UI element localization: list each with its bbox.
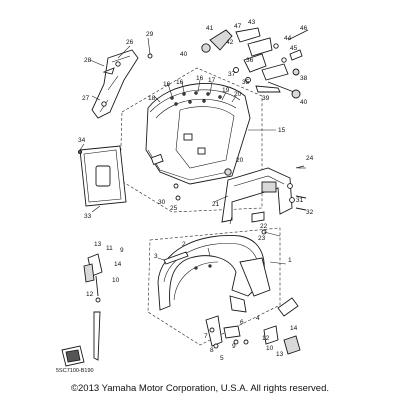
callout-39: 39 xyxy=(262,95,270,102)
callout-22: 22 xyxy=(260,223,268,230)
trim-strip-part xyxy=(163,251,189,265)
callout-17: 17 xyxy=(208,77,216,84)
callout-12: 12 xyxy=(86,291,94,298)
callout-5: 5 xyxy=(220,355,224,362)
callout-13-left: 13 xyxy=(94,241,102,248)
callout-9b: 9 xyxy=(120,247,124,254)
side-rail-part xyxy=(221,167,295,223)
hardware-parts xyxy=(147,53,307,235)
lower-assembly-outline xyxy=(147,227,281,346)
callout-32: 32 xyxy=(306,209,314,216)
taillight-assembly-part xyxy=(201,27,309,99)
callout-16c: 16 xyxy=(196,75,204,82)
callout-20-lower: 20 xyxy=(236,157,244,164)
callout-14b: 14 xyxy=(290,325,298,332)
callout-8: 8 xyxy=(210,347,214,354)
callout-12b: 12 xyxy=(262,335,270,342)
callout-20-upper: 20 xyxy=(234,91,242,98)
callout-35: 35 xyxy=(242,79,250,86)
callout-37: 37 xyxy=(228,71,236,78)
callout-28: 28 xyxy=(84,57,92,64)
callout-4: 4 xyxy=(256,315,260,322)
reflector-parts xyxy=(61,253,301,367)
part-code-label: 5SC7100-B190 xyxy=(56,368,94,374)
callout-21: 21 xyxy=(212,201,220,208)
callout-16b: 16 xyxy=(176,79,184,86)
callout-16a: 16 xyxy=(163,81,171,88)
callout-44: 44 xyxy=(284,35,292,42)
callout-6: 6 xyxy=(240,319,244,326)
callout-29: 29 xyxy=(146,31,154,38)
lower-bracket-parts xyxy=(205,315,249,349)
callout-25: 25 xyxy=(170,205,178,212)
side-cover-part xyxy=(78,145,127,207)
callout-23: 23 xyxy=(258,235,266,242)
callout-38: 38 xyxy=(300,75,308,82)
lower-fender-part xyxy=(157,234,271,313)
callout-47: 47 xyxy=(234,23,242,30)
callout-42: 42 xyxy=(226,39,234,46)
callout-10b: 10 xyxy=(112,277,120,284)
callout-1: 1 xyxy=(288,257,292,264)
callout-10: 10 xyxy=(266,345,274,352)
callout-33: 33 xyxy=(84,213,92,220)
callout-9: 9 xyxy=(232,343,236,350)
callout-14: 14 xyxy=(114,261,122,268)
callout-46: 46 xyxy=(300,25,308,32)
callout-36: 36 xyxy=(246,57,254,64)
callout-3: 3 xyxy=(154,253,158,260)
copyright-notice: ©2013 Yamaha Motor Corporation, U.S.A. A… xyxy=(71,383,329,394)
callout-18: 18 xyxy=(148,95,156,102)
callout-41: 41 xyxy=(206,25,214,32)
callout-7: 7 xyxy=(204,333,208,340)
callout-2: 2 xyxy=(182,241,186,248)
callout-27: 27 xyxy=(82,95,90,102)
upper-fender-part xyxy=(145,83,251,185)
callout-43: 43 xyxy=(248,19,256,26)
callout-34: 34 xyxy=(78,137,86,144)
callout-26: 26 xyxy=(126,39,134,46)
rail-bracket-part xyxy=(91,49,139,119)
callout-11: 11 xyxy=(106,245,113,252)
callout-19: 19 xyxy=(222,87,230,94)
callout-30: 30 xyxy=(158,199,166,206)
callout-31: 31 xyxy=(296,197,304,204)
callout-24: 24 xyxy=(306,155,314,162)
callout-13-right: 13 xyxy=(276,351,284,358)
callout-40: 40 xyxy=(180,51,188,58)
callout-15: 15 xyxy=(278,127,286,134)
leader-lines xyxy=(79,37,306,265)
callout-labels: 29 26 28 27 18 16 16 16 17 19 20 15 34 3… xyxy=(56,19,314,374)
callout-40b: 40 xyxy=(300,99,308,106)
callout-45: 45 xyxy=(290,45,298,52)
